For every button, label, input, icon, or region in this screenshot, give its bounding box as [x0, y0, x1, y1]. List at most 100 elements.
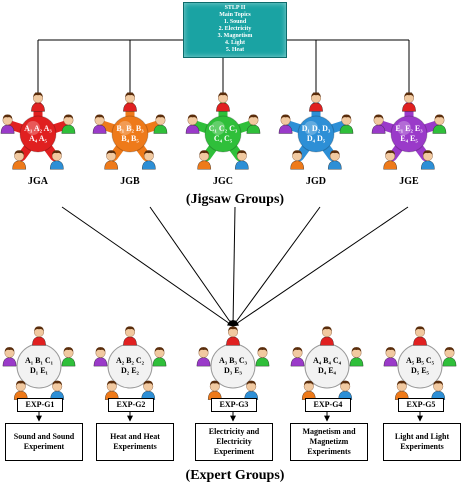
person-icon: [207, 380, 222, 400]
expert-groups-caption: (Expert Groups): [185, 468, 285, 483]
jigsaw-group-label: JGC: [213, 176, 233, 187]
person-icon: [12, 150, 27, 170]
highlight: [397, 121, 411, 135]
person-icon: [371, 114, 386, 134]
person-icon: [290, 150, 305, 170]
person-icon: [234, 150, 249, 170]
person-icon: [338, 380, 353, 400]
person-icon: [61, 347, 76, 367]
person-icon: [432, 114, 447, 134]
person-icon: [309, 92, 323, 112]
person-icon: [2, 347, 17, 367]
main-topics-box: STLP II Main Topics 1. Sound 2. Electric…: [183, 2, 287, 58]
person-icon: [278, 114, 293, 134]
topic-box: Heat and Heat Experiments: [96, 423, 174, 461]
person-icon: [32, 326, 46, 346]
jigsaw-group-label: JGE: [399, 176, 419, 187]
person-icon: [152, 347, 167, 367]
main-topics-line: 5. Heat: [225, 47, 245, 53]
topic-box: Light and Light Experiments: [383, 423, 461, 461]
jigsaw-group-circle: [19, 115, 57, 153]
person-icon: [327, 150, 342, 170]
person-icon: [141, 150, 156, 170]
jigsaw-group-circle: [204, 115, 242, 153]
person-icon: [339, 114, 354, 134]
topic-box: Sound and Sound Experiment: [5, 423, 83, 461]
person-icon: [402, 92, 416, 112]
person-icon: [123, 92, 137, 112]
highlight: [211, 121, 225, 135]
highlight: [118, 121, 132, 135]
person-icon: [153, 114, 168, 134]
person-icon: [442, 347, 457, 367]
person-icon: [394, 380, 409, 400]
person-icon: [301, 380, 316, 400]
jigsaw-group-circle: [390, 115, 428, 153]
person-icon: [216, 92, 230, 112]
person-icon: [93, 347, 108, 367]
main-topics-line: 2. Electricity: [218, 26, 252, 32]
person-icon: [50, 380, 65, 400]
main-topics-line: STLP II: [224, 5, 246, 11]
person-icon: [104, 150, 119, 170]
person-icon: [197, 150, 212, 170]
main-topics-line: 4. Light: [224, 40, 245, 46]
person-icon: [431, 380, 446, 400]
topic-box: Magnetism and Magnetizm Experiments: [290, 423, 368, 461]
person-icon: [0, 114, 15, 134]
person-icon: [13, 380, 28, 400]
person-icon: [290, 347, 305, 367]
jigsaw-group-circle: [111, 115, 149, 153]
person-icon: [141, 380, 156, 400]
expert-group-label: EXP-G3: [211, 398, 257, 412]
person-icon: [123, 326, 137, 346]
person-icon: [92, 114, 107, 134]
arrow-to-expert-group: [230, 206, 237, 327]
arrow-to-expert-group: [149, 206, 234, 327]
main-topics-line: 3. Magnetism: [217, 33, 253, 39]
arrow-to-expert-group: [232, 206, 409, 327]
jigsaw-group-label: JGD: [306, 176, 326, 187]
main-topics-line: Main Topics: [219, 12, 251, 18]
expert-group-label: EXP-G1: [17, 398, 63, 412]
person-icon: [320, 326, 334, 346]
person-icon: [420, 150, 435, 170]
highlight: [304, 121, 318, 135]
jigsaw-group-circle: [297, 115, 335, 153]
person-icon: [226, 326, 240, 346]
person-icon: [255, 347, 270, 367]
person-icon: [383, 347, 398, 367]
expert-group-label: EXP-G2: [108, 398, 154, 412]
person-icon: [349, 347, 364, 367]
jigsaw-group-label: JGA: [28, 176, 48, 187]
highlight: [26, 121, 40, 135]
arrow-to-expert-group: [232, 206, 321, 327]
person-icon: [104, 380, 119, 400]
expert-group-label: EXP-G5: [398, 398, 444, 412]
main-topics-line: 1. Sound: [223, 19, 247, 25]
jigsaw-group-label: JGB: [120, 176, 140, 187]
person-icon: [244, 380, 259, 400]
person-icon: [383, 150, 398, 170]
jigsaw-groups-caption: (Jigsaw Groups): [185, 192, 285, 207]
person-icon: [185, 114, 200, 134]
person-icon: [49, 150, 64, 170]
topic-box: Electricity and Electricity Experiment: [195, 423, 273, 461]
person-icon: [31, 92, 45, 112]
arrow-to-expert-group: [61, 206, 234, 327]
person-icon: [61, 114, 76, 134]
expert-group-label: EXP-G4: [305, 398, 351, 412]
person-icon: [246, 114, 261, 134]
